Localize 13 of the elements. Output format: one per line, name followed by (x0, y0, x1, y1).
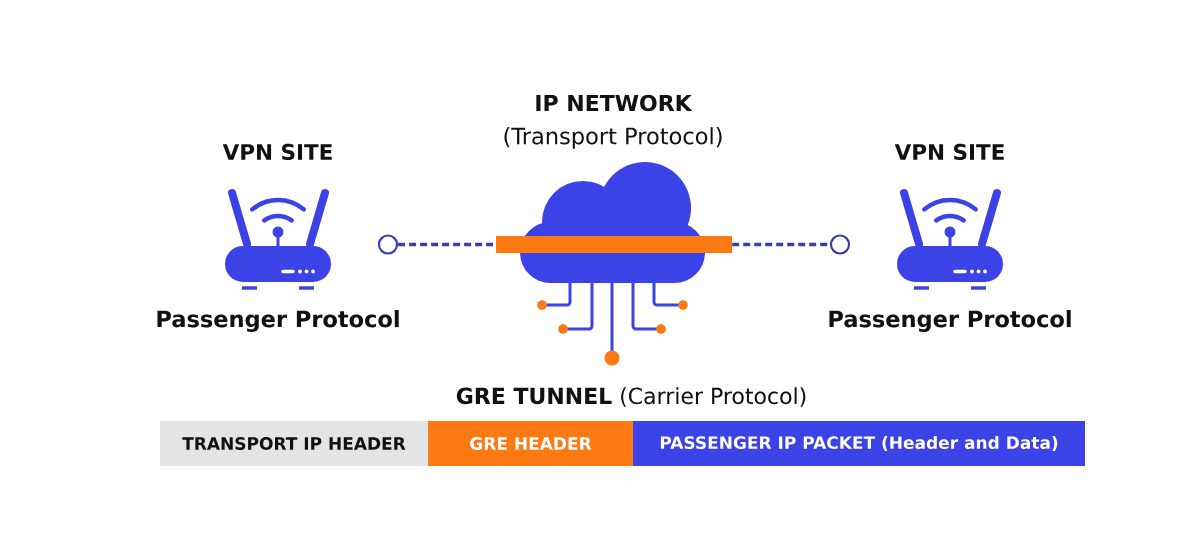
site-title: VPN SITE (222, 143, 332, 161)
protocol-subtitle: (Transport Protocol) (504, 127, 722, 149)
dashed-line (398, 242, 496, 247)
packet-segment: GRE HEADER (428, 421, 633, 466)
protocol-caption: Passenger Protocol (829, 310, 1071, 332)
protocol-caption: Passenger Protocol (157, 310, 399, 332)
tunnel-heading: GRE TUNNEL (Carrier Protocol) (456, 387, 806, 407)
tunnel-bar (496, 236, 732, 253)
network-title: IP NETWORK (536, 94, 693, 112)
dashed-line (732, 242, 830, 247)
packet-segment: TRANSPORT IP HEADER (160, 421, 428, 466)
site-title: VPN SITE (894, 143, 1004, 161)
packet-segment: PASSENGER IP PACKET (Header and Data) (633, 421, 1085, 466)
